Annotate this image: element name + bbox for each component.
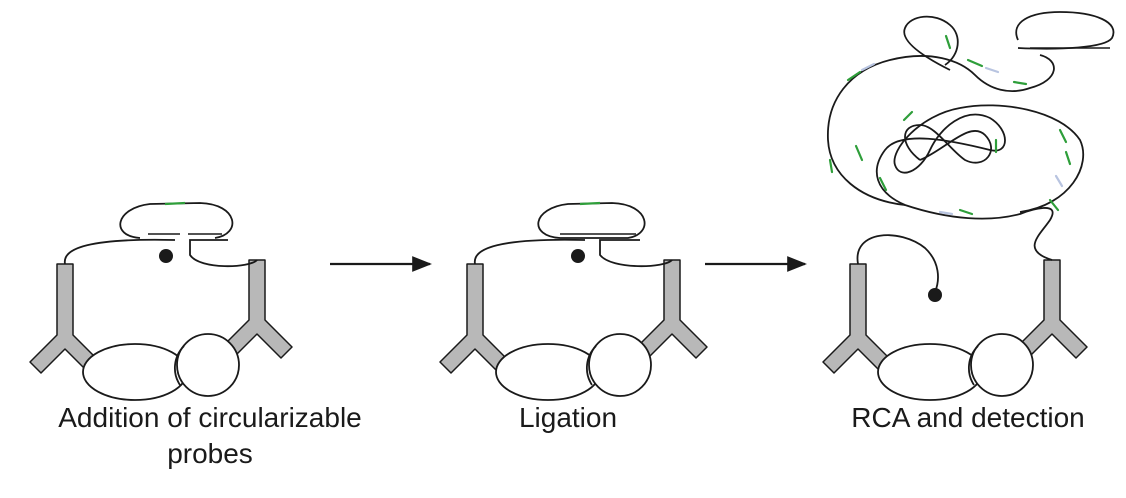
oligo-arm-right bbox=[599, 239, 673, 268]
panel-ligation bbox=[439, 201, 708, 401]
circular-probe-icon bbox=[537, 201, 646, 239]
antibody-icon bbox=[439, 263, 511, 374]
step-caption-ligation: Ligation bbox=[468, 400, 668, 436]
caption-line: RCA and detection bbox=[851, 402, 1085, 433]
caption-line: Addition of circularizable bbox=[58, 402, 362, 433]
probe-end-dot bbox=[928, 288, 942, 302]
panel-rca-detection bbox=[822, 11, 1115, 401]
antibody-icon bbox=[29, 263, 101, 374]
antibody-icon bbox=[636, 259, 708, 359]
oligo-arm-left bbox=[64, 238, 176, 265]
antibody-icon bbox=[221, 259, 293, 359]
protein-complex-icon bbox=[877, 333, 1034, 401]
panel-addition bbox=[29, 201, 293, 401]
caption-line: probes bbox=[167, 438, 253, 469]
probe-end-dot bbox=[571, 249, 585, 263]
caption-line: Ligation bbox=[518, 402, 618, 433]
oligo-arm-left bbox=[474, 238, 586, 265]
rca-product-icon bbox=[827, 11, 1115, 261]
antibody-icon bbox=[1016, 259, 1088, 359]
oligo-arm-right bbox=[189, 239, 258, 268]
oligo-arm-left bbox=[856, 234, 939, 293]
protein-complex-icon bbox=[495, 333, 652, 401]
antibody-icon bbox=[822, 263, 894, 374]
step-caption-rca-detection: RCA and detection bbox=[818, 400, 1118, 436]
protein-complex-icon bbox=[82, 333, 240, 401]
circular-probe-icon bbox=[119, 201, 234, 239]
step-caption-addition: Addition of circularizable probes bbox=[0, 400, 420, 472]
probe-end-dot bbox=[159, 249, 173, 263]
